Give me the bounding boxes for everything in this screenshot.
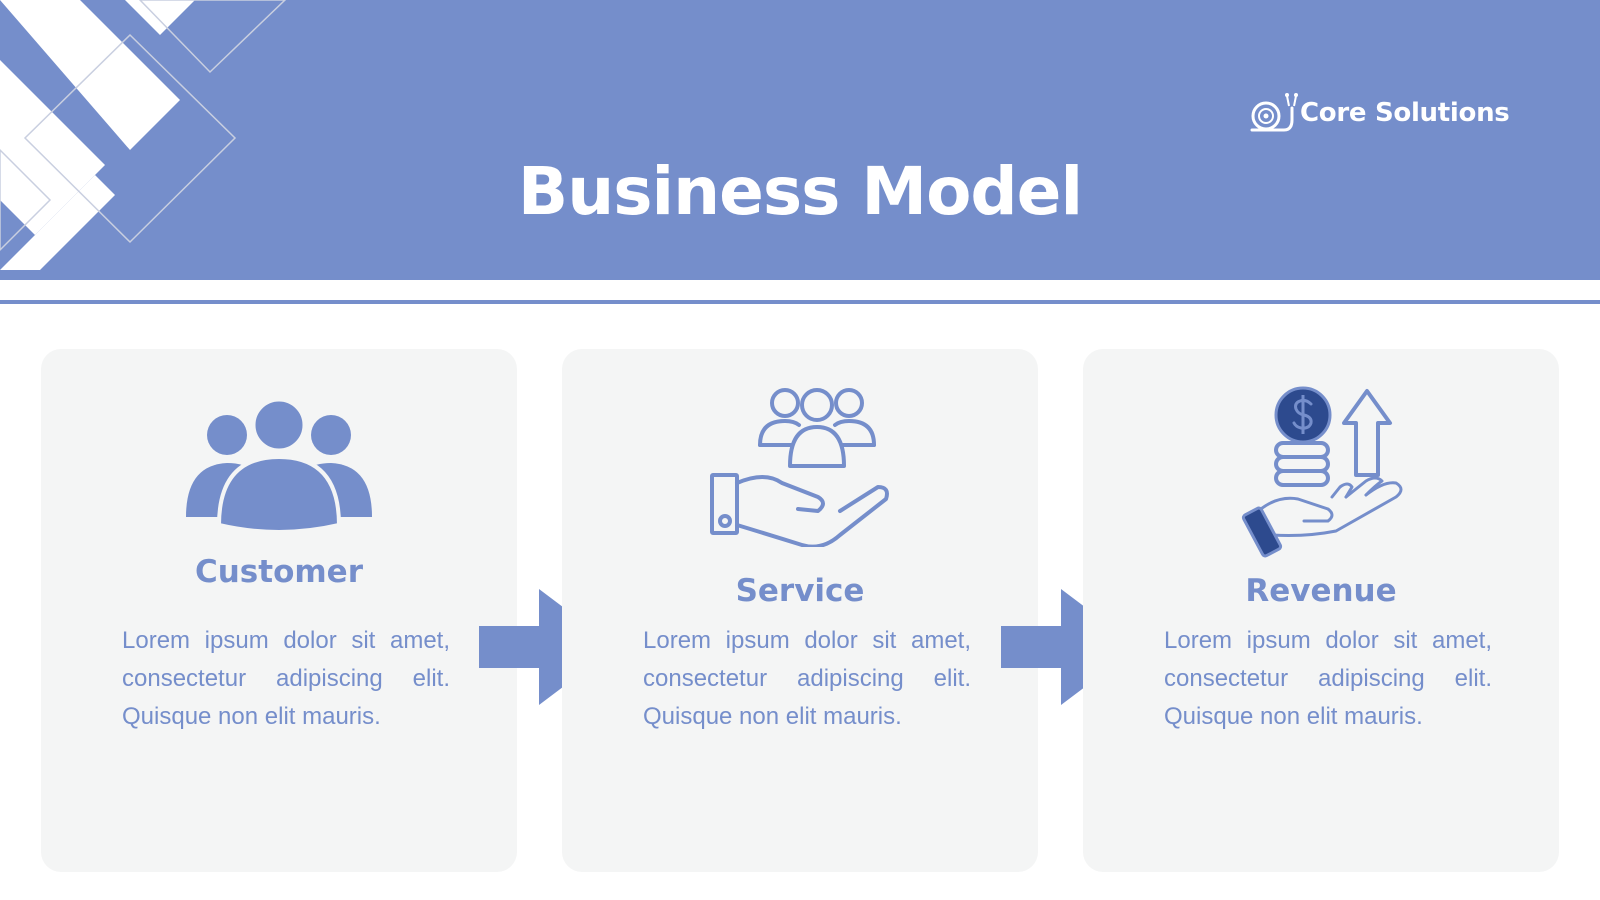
customers-group-icon xyxy=(186,399,372,533)
hand-serving-people-icon xyxy=(710,388,889,547)
card-description: Lorem ipsum dolor sit amet, consectetur … xyxy=(1164,627,1492,730)
card-description: Lorem ipsum dolor sit amet, consectetur … xyxy=(122,627,450,730)
brand-name: Core Solutions xyxy=(1300,98,1510,128)
coins-growth-hand-icon xyxy=(1241,386,1403,558)
card-service: Service Lorem ipsum dolor sit amet, cons… xyxy=(562,349,1038,872)
brand-logo: Core Solutions xyxy=(1248,90,1510,136)
snail-logo-icon xyxy=(1250,93,1298,132)
header-banner: Core Solutions Business Model xyxy=(0,0,1600,280)
card-title: Customer xyxy=(194,554,363,590)
page-title: Business Model xyxy=(517,153,1083,230)
flow-arrow-1 xyxy=(479,589,616,705)
divider-line xyxy=(0,300,1600,304)
flow-arrow-2 xyxy=(1001,589,1138,705)
card-revenue: Revenue Lorem ipsum dolor sit amet, cons… xyxy=(1083,349,1559,872)
card-description: Lorem ipsum dolor sit amet, consectetur … xyxy=(643,627,971,730)
decorative-corner-pattern xyxy=(0,0,287,270)
card-title: Revenue xyxy=(1245,573,1397,609)
card-customer: Customer Lorem ipsum dolor sit amet, con… xyxy=(41,349,517,872)
card-title: Service xyxy=(735,573,865,609)
